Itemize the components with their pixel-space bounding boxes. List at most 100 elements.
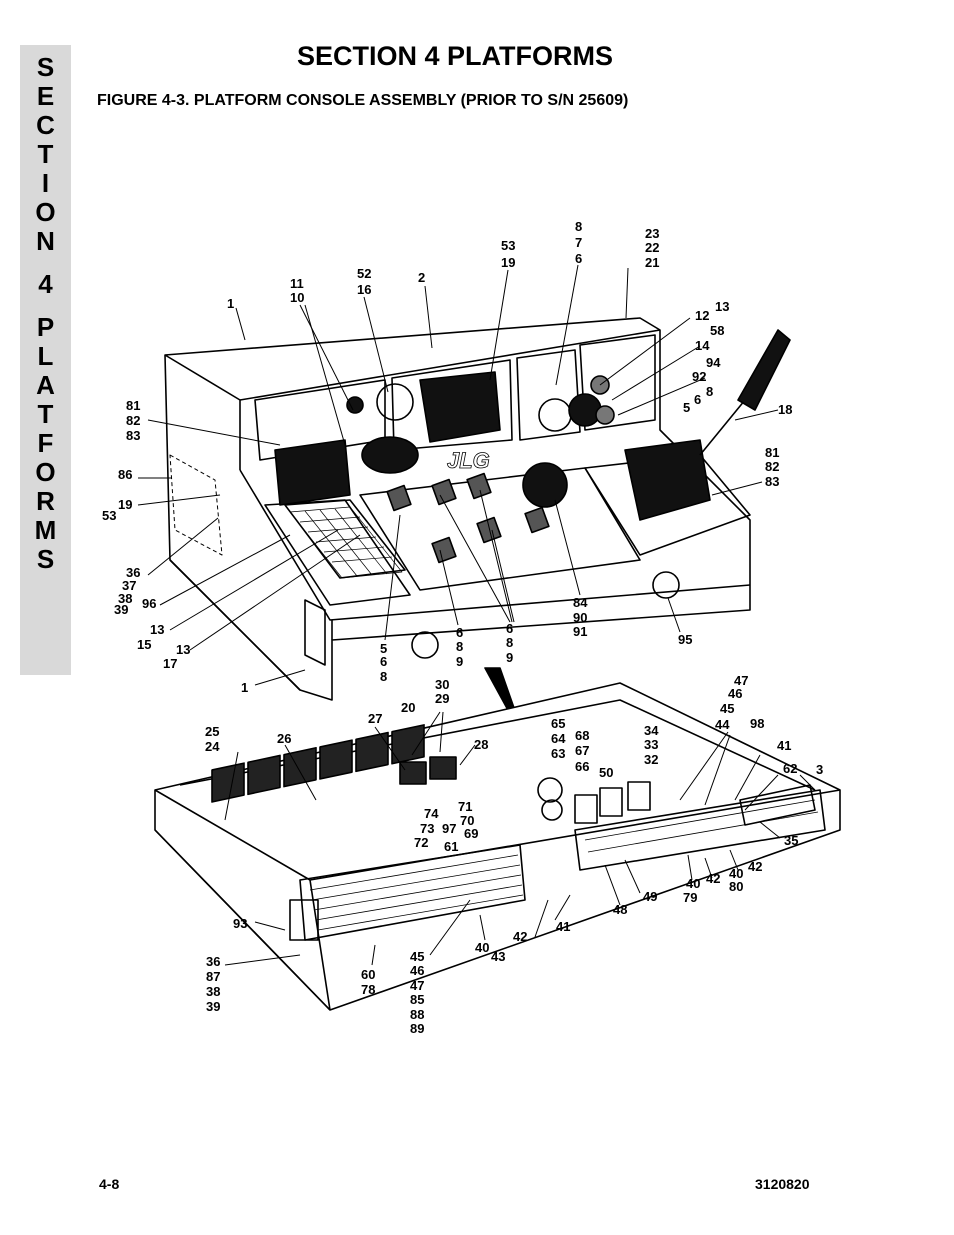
callout: 5 [683,400,690,415]
callout: 62 [783,761,797,776]
callout: 19 [501,255,515,270]
callout: 6 [694,392,701,407]
callout: 9 [506,650,513,665]
callout: 73 [420,821,434,836]
callout: 35 [784,833,798,848]
callout: 49 [643,889,657,904]
callout: 42 [513,929,527,944]
callout: 96 [142,596,156,611]
callout: 84 [573,595,588,610]
callout: 41 [556,919,570,934]
callout: 80 [729,879,743,894]
callout: 9 [456,654,463,669]
callout: 88 [410,1007,424,1022]
side-tab-letter: O [35,457,56,487]
callout: 33 [644,737,658,752]
callout: 20 [401,700,415,715]
side-tab-letter: R [36,486,55,516]
callout: 92 [692,369,706,384]
callout: 27 [368,711,382,726]
side-tab-letter: F [37,428,54,458]
figure-title: FIGURE 4-3. PLATFORM CONSOLE ASSEMBLY (P… [97,92,629,109]
callout: 6 [456,625,463,640]
callout: 21 [645,255,659,270]
callout: 5 [380,641,387,656]
callout: 40 [686,876,700,891]
callout: 2 [418,270,425,285]
callout: 14 [695,338,710,353]
callout: 44 [715,717,730,732]
jlg-logo: JLG [447,448,490,473]
callout: 93 [233,916,247,931]
callout: 60 [361,967,375,982]
callout: 71 [458,799,472,814]
callout: 40 [729,866,743,881]
callout: 95 [678,632,692,647]
callout: 61 [444,839,458,854]
callout: 43 [491,949,505,964]
callout: 8 [456,639,463,654]
side-tab-letter: E [36,81,55,111]
callout: 12 [695,308,709,323]
callout: 25 [205,724,219,739]
callout: 6 [575,251,582,266]
callout: 47 [410,978,424,993]
callout: 47 [734,673,748,688]
side-tab-letter: L [37,341,54,371]
side-tab-letter: N [36,226,55,256]
callout: 10 [290,290,304,305]
callout: 94 [706,355,721,370]
side-tab-letter: A [36,370,55,400]
callout: 67 [575,743,589,758]
callout: 45 [410,949,424,964]
callout: 38 [206,984,220,999]
callout: 45 [720,701,734,716]
callout: 34 [644,723,659,738]
callout: 64 [551,731,566,746]
callout: 53 [102,508,116,523]
callout: 38 [118,591,132,606]
callout: 26 [277,731,291,746]
callout: 65 [551,716,565,731]
section-title: SECTION 4 PLATFORMS [296,41,613,71]
callout: 90 [573,610,587,625]
callout: 23 [645,226,659,241]
callout: 53 [501,238,515,253]
callout: 70 [460,813,474,828]
callout: 39 [114,602,128,617]
callout: 81 [126,398,140,413]
callout: 50 [599,765,613,780]
callout: 87 [206,969,220,984]
callout: 1 [227,296,234,311]
callout: 24 [205,739,220,754]
side-tab-letter: S [36,544,55,574]
callout: 98 [750,716,764,731]
side-tab-letter: T [37,399,54,429]
callout: 15 [137,637,151,652]
callout: 36 [126,565,140,580]
callout: 78 [361,982,375,997]
callout: 81 [765,445,779,460]
callout: 85 [410,992,424,1007]
callout: 40 [475,940,489,955]
callout: 72 [414,835,428,850]
callout: 13 [150,622,164,637]
callout: 91 [573,624,587,639]
callout: 83 [126,428,140,443]
callout: 8 [506,635,513,650]
callout: 46 [728,686,742,701]
callout: 48 [613,902,627,917]
callout: 18 [778,402,792,417]
callout: 69 [464,826,478,841]
callout: 41 [777,738,791,753]
callout: 1 [241,680,248,695]
callout: 68 [575,728,589,743]
callout: 19 [118,497,132,512]
callout: 22 [645,240,659,255]
callout: 6 [506,621,513,636]
side-tab-letter: P [36,312,55,342]
callout: 42 [748,859,762,874]
callout: 8 [706,384,713,399]
